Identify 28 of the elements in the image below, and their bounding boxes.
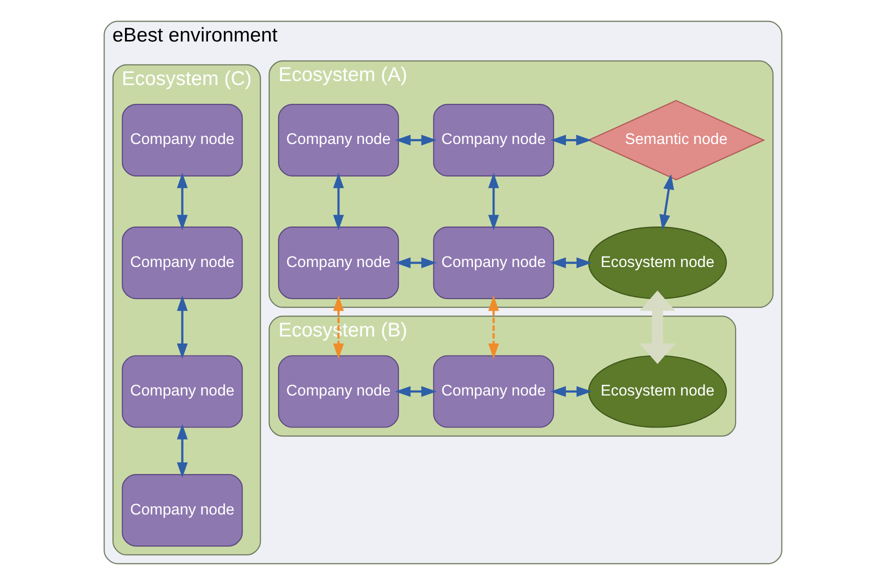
arrow	[488, 295, 498, 359]
node-diamond: Semantic node	[586, 100, 765, 180]
arrow	[176, 424, 188, 478]
node-box: Company node	[278, 226, 398, 300]
node-ellipse: Ecosystem node	[588, 355, 726, 428]
arrow	[394, 257, 436, 268]
arrow	[550, 386, 592, 397]
node-box: Company node	[278, 355, 398, 428]
arrow	[176, 295, 188, 359]
arrow	[176, 172, 188, 230]
arrow	[639, 290, 675, 364]
arrow	[550, 134, 592, 146]
arrow	[658, 174, 674, 230]
node-ellipse: Ecosystem node	[588, 226, 726, 300]
arrow	[394, 386, 436, 397]
node-box: Company node	[121, 226, 242, 300]
node-box: Company node	[432, 355, 554, 428]
node-box: Company node	[278, 104, 398, 176]
node-box: Company node	[121, 355, 242, 428]
node-box: Company node	[432, 104, 554, 176]
arrow	[394, 134, 436, 146]
arrow	[488, 172, 498, 230]
node-box: Company node	[121, 474, 242, 547]
arrow	[550, 257, 592, 268]
node-box: Company node	[432, 226, 554, 300]
arrow	[332, 295, 344, 359]
arrow	[332, 172, 344, 230]
node-box: Company node	[121, 104, 242, 176]
